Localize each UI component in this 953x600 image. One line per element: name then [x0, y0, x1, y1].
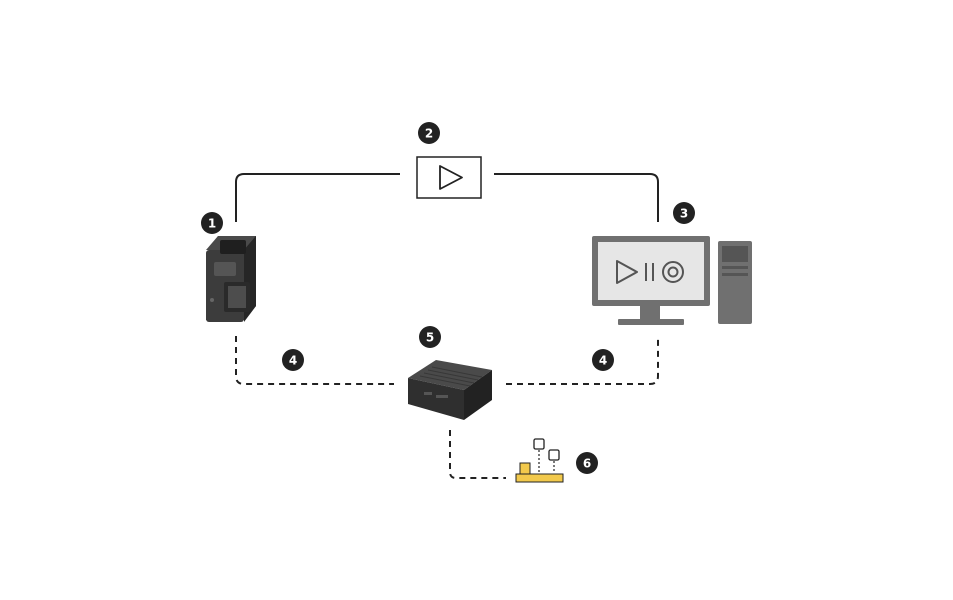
badge-hub: 5	[419, 326, 441, 348]
wired-link-right	[506, 336, 659, 385]
media-controls-icon	[616, 260, 684, 284]
wired-link-left	[235, 336, 394, 385]
desktop-computer-icon	[592, 236, 752, 325]
wired-link-sensors	[449, 430, 506, 479]
badge-link-left: 4	[282, 349, 304, 371]
wireless-link-line	[235, 173, 400, 222]
play-icon	[416, 156, 482, 199]
badge-video-stream: 2	[418, 122, 440, 144]
badge-link-right-label: 4	[599, 354, 607, 368]
wireless-link-line-right	[494, 173, 659, 222]
badge-camera-label: 1	[208, 217, 216, 231]
badge-sensors: 6	[576, 452, 598, 474]
io-sensor-icon	[515, 438, 564, 483]
computer-tower	[718, 241, 752, 324]
badge-workstation: 3	[673, 202, 695, 224]
badge-sensors-label: 6	[583, 457, 591, 471]
badge-link-right: 4	[592, 349, 614, 371]
badge-workstation-label: 3	[680, 207, 688, 221]
docking-hub-icon	[408, 360, 492, 420]
badge-link-left-label: 4	[289, 354, 297, 368]
badge-camera: 1	[201, 212, 223, 234]
body-camera-icon	[206, 236, 256, 322]
badge-video-stream-label: 2	[425, 127, 433, 141]
badge-hub-label: 5	[426, 331, 434, 345]
